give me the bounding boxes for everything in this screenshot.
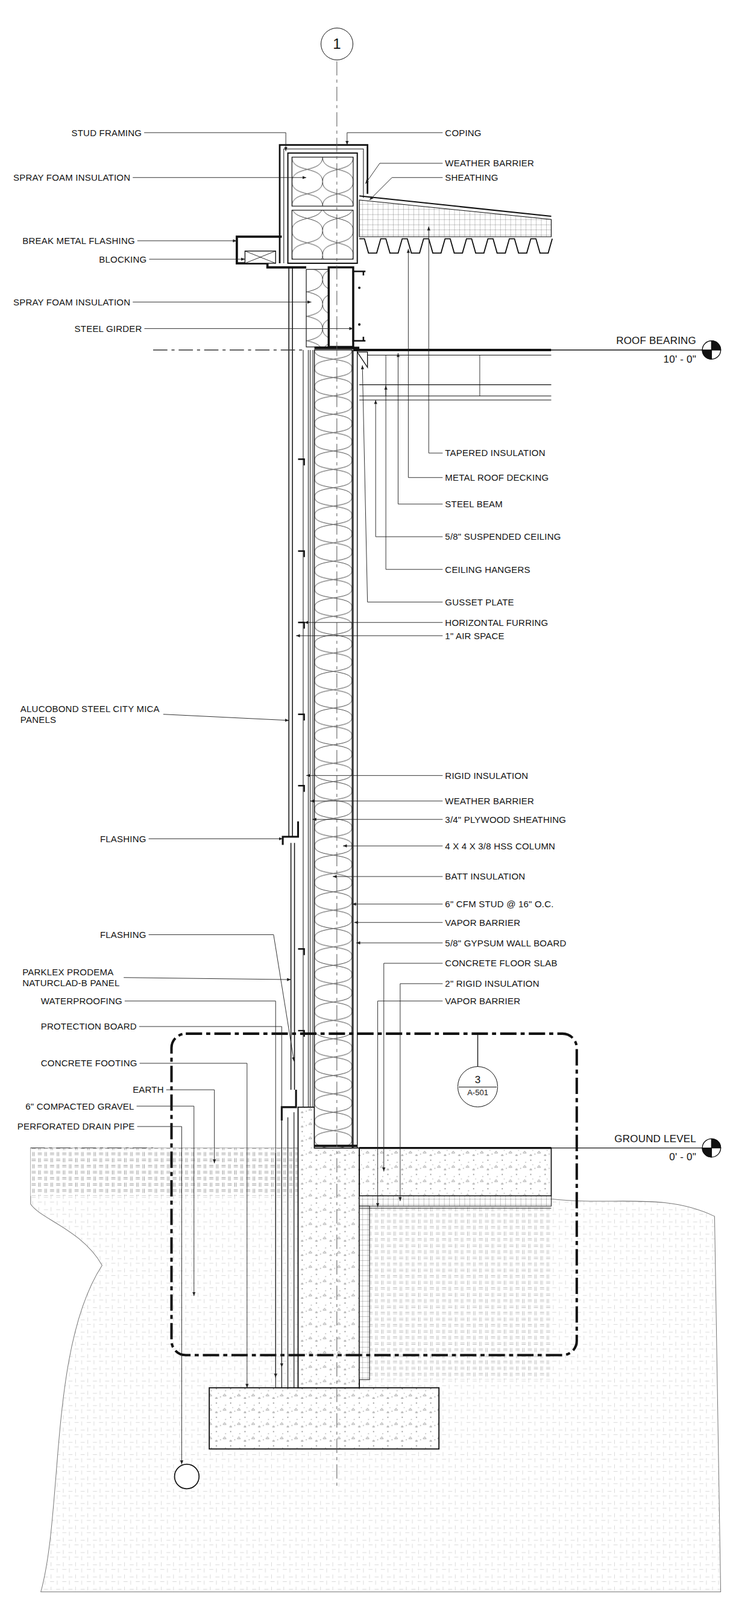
callout-label: HORIZONTAL FURRING bbox=[444, 617, 548, 629]
leader-line bbox=[148, 935, 295, 1063]
callout-label: METAL ROOF DECKING bbox=[444, 472, 549, 483]
callout-label: SHEATHING bbox=[444, 172, 498, 183]
callout-label: EARTH bbox=[132, 1085, 164, 1096]
callout-label: GUSSET PLATE bbox=[444, 597, 514, 608]
sheet-number: A-501 bbox=[458, 1089, 498, 1098]
leader-line bbox=[163, 714, 289, 721]
leader-line bbox=[310, 801, 444, 802]
callout-label: WEATHER BARRIER bbox=[444, 157, 535, 169]
callout-label: 5/8" SUSPENDED CEILING bbox=[444, 531, 561, 542]
callout-label: WEATHER BARRIER bbox=[444, 796, 535, 807]
leader-line bbox=[408, 248, 443, 478]
callout-label: BATT INSULATION bbox=[444, 871, 526, 882]
leader-line bbox=[139, 1027, 283, 1369]
leader-line bbox=[136, 1106, 195, 1297]
callout-label: ALUCOBOND STEEL CITY MICA PANELS bbox=[20, 704, 161, 726]
leader-line bbox=[132, 177, 307, 178]
leader-line bbox=[304, 622, 444, 624]
callout-label: STEEL GIRDER bbox=[74, 323, 143, 334]
callout-label: SPRAY FOAM INSULATION bbox=[13, 297, 131, 308]
callout-label: 2" RIGID INSULATION bbox=[444, 978, 539, 990]
callout-label: COPING bbox=[444, 127, 482, 139]
leader-line bbox=[132, 301, 312, 303]
level-label: 10' - 0" bbox=[663, 354, 697, 365]
leader-line bbox=[342, 846, 443, 847]
callout-label: 5/8" GYPSUM WALL BOARD bbox=[444, 938, 567, 949]
callout-label: PARKLEX PRODEMA NATURCLAD-B PANEL bbox=[22, 967, 122, 989]
leader-line bbox=[123, 978, 291, 981]
callout-label: PERFORATED DRAIN PIPE bbox=[17, 1121, 136, 1133]
callout-label: STUD FRAMING bbox=[71, 127, 143, 139]
leader-line bbox=[377, 1001, 444, 1208]
callout-label: 6" CFM STUD @ 16" O.C. bbox=[444, 899, 554, 910]
callout-label: FLASHING bbox=[100, 834, 147, 845]
callout-label: 3/4" PLYWOOD SHEATHING bbox=[444, 814, 567, 826]
leader-line bbox=[356, 943, 443, 944]
callout-label: RIGID INSULATION bbox=[444, 770, 529, 782]
leader-line bbox=[400, 984, 444, 1202]
leader-line bbox=[312, 819, 443, 821]
leader-line bbox=[137, 240, 237, 242]
callout-label: 1" AIR SPACE bbox=[444, 631, 504, 642]
leader-line bbox=[354, 922, 444, 924]
callout-label: BLOCKING bbox=[98, 254, 147, 265]
callout-label: VAPOR BARRIER bbox=[444, 918, 521, 929]
callout-label: CEILING HANGERS bbox=[444, 564, 530, 576]
leader-line bbox=[365, 163, 443, 184]
leader-line bbox=[332, 877, 443, 878]
section-callout: 3A-501 bbox=[457, 1066, 499, 1108]
callout-label: VAPOR BARRIER bbox=[444, 996, 521, 1007]
leader-line bbox=[383, 963, 444, 1173]
callout-label: 6" COMPACTED GRAVEL bbox=[25, 1101, 134, 1113]
callout-label: WATERPROOFING bbox=[40, 996, 123, 1007]
leader-line bbox=[352, 904, 443, 905]
leader-line bbox=[144, 328, 353, 330]
callout-divider bbox=[458, 1087, 498, 1089]
leader-line bbox=[148, 259, 245, 260]
grid-number: 1 bbox=[321, 36, 353, 52]
leader-line bbox=[144, 132, 286, 151]
callout-label: PROTECTION BOARD bbox=[40, 1021, 137, 1032]
callout-label: BREAK METAL FLASHING bbox=[22, 235, 136, 246]
leader-line bbox=[124, 1001, 276, 1379]
detail-number: 3 bbox=[458, 1075, 498, 1086]
leader-line bbox=[295, 635, 443, 637]
callout-label: STEEL BEAM bbox=[444, 499, 503, 510]
leader-line bbox=[306, 775, 443, 777]
level-label: GROUND LEVEL bbox=[614, 1134, 697, 1145]
callout-label: CONCRETE FOOTING bbox=[40, 1058, 138, 1069]
leader-line bbox=[428, 226, 443, 454]
level-label: 0' - 0" bbox=[669, 1152, 697, 1163]
leader-line bbox=[347, 132, 444, 145]
leader-line bbox=[148, 839, 284, 840]
callout-label: TAPERED INSULATION bbox=[444, 447, 545, 459]
leader-line bbox=[397, 353, 443, 505]
leader-line bbox=[362, 365, 443, 603]
level-label: ROOF BEARING bbox=[616, 335, 697, 346]
callout-label: CONCRETE FLOOR SLAB bbox=[444, 958, 557, 969]
leader-line bbox=[139, 1063, 248, 1389]
callout-label: FLASHING bbox=[100, 930, 147, 941]
leader-line bbox=[369, 177, 443, 201]
leader-line bbox=[385, 385, 443, 570]
callout-label: SPRAY FOAM INSULATION bbox=[13, 172, 131, 183]
grid-bubble: 1 bbox=[320, 27, 354, 61]
leader-line bbox=[137, 1127, 183, 1466]
callout-label: 4 X 4 X 3/8 HSS COLUMN bbox=[444, 841, 556, 852]
